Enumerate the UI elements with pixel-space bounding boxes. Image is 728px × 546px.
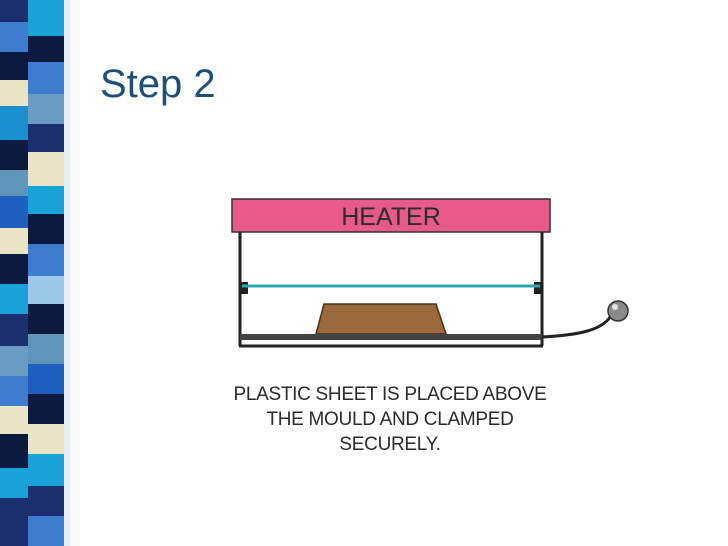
caption-line-3: SECURELY. <box>339 434 441 455</box>
heater-block <box>231 198 551 233</box>
lever-knob <box>607 300 629 322</box>
mould <box>315 303 448 335</box>
platen <box>240 334 542 340</box>
caption-line-1: PLASTIC SHEET IS PLACED ABOVE <box>233 384 547 405</box>
slide-title: Step 2 <box>100 62 216 106</box>
heater-label: HEATER <box>341 203 441 231</box>
lever-knob-highlight <box>612 304 618 310</box>
clamp-right <box>534 282 542 294</box>
lever-arm <box>541 313 614 339</box>
decorative-side-strip <box>0 0 80 546</box>
clamp-left <box>240 282 248 294</box>
diagram-caption: PLASTIC SHEET IS PLACED ABOVE THE MOULD … <box>200 382 580 457</box>
vacuum-forming-diagram: HEATER <box>231 198 629 348</box>
caption-line-2: THE MOULD AND CLAMPED <box>266 409 514 430</box>
